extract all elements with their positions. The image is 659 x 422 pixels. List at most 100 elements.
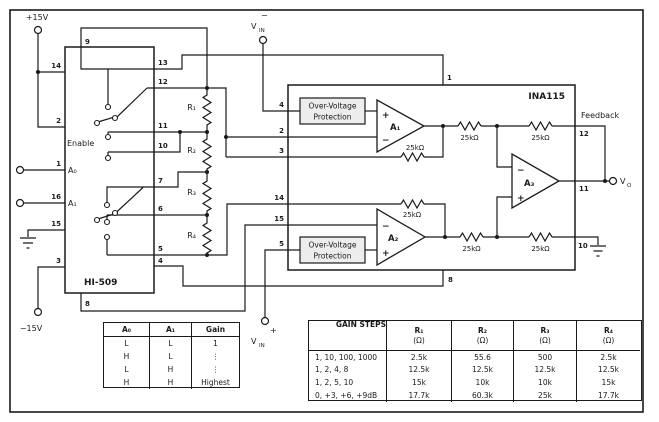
hi509-pin6: 6 xyxy=(158,205,163,213)
r25k-bot1-label: 25kΩ xyxy=(462,245,481,253)
a1-label: A₁ xyxy=(390,123,401,133)
r2-label: R₂ xyxy=(187,146,196,155)
hi509-name: HI-509 xyxy=(84,278,117,288)
hi509-box xyxy=(64,46,155,294)
r4-label: R₄ xyxy=(187,231,196,240)
vin-neg-label: V IN − xyxy=(251,11,268,34)
wire-pin8-to-ina15 xyxy=(80,224,377,312)
cell: 15k xyxy=(386,376,451,390)
svg-text:IN: IN xyxy=(259,28,265,34)
resistor-25k-top2 xyxy=(528,120,553,132)
col-unit: (Ω) xyxy=(413,335,425,345)
cell: 0, +3, +6, +9dB xyxy=(315,390,378,400)
col-name: R₁ xyxy=(414,326,424,335)
terminal-vin-pos xyxy=(260,316,270,326)
ina115-name: INA115 xyxy=(528,92,565,102)
switch-contacts xyxy=(93,103,119,241)
cell: 10k xyxy=(451,376,513,390)
ina-pin4: 4 xyxy=(279,101,284,109)
figure-border xyxy=(9,9,644,413)
a2-label: A₂ xyxy=(388,234,399,244)
hi509-pin15: 15 xyxy=(51,220,61,228)
switch-arm-upper xyxy=(116,87,148,118)
svg-text:IN: IN xyxy=(259,343,265,349)
ina-pin3: 3 xyxy=(279,147,284,155)
terminal-minus15v xyxy=(33,307,43,317)
resistor-25k-top1 xyxy=(457,120,482,132)
terminal-plus15v xyxy=(33,25,43,35)
ovp1-line2: Protection xyxy=(314,113,352,122)
cell: 12.5k xyxy=(576,363,640,377)
switch-contact xyxy=(103,233,111,241)
resistor-ladder xyxy=(201,88,213,255)
hi509-pin9: 9 xyxy=(85,38,90,46)
resistor-r3 xyxy=(201,172,213,215)
hi509-pin3: 3 xyxy=(56,257,61,265)
cell: 2.5k xyxy=(386,351,451,364)
gain-table: GAIN STEPS R₁ (Ω) R₂ (Ω) R₃ (Ω) R₄ (Ω) 1… xyxy=(308,320,642,402)
ina-pin15: 15 xyxy=(274,215,284,223)
wire-a1-fb xyxy=(424,126,444,158)
terminals xyxy=(15,25,618,326)
ina-pin12: 12 xyxy=(579,130,589,138)
cell: 1 xyxy=(191,337,239,350)
opamp-a1 xyxy=(376,98,426,154)
ground-symbol-right xyxy=(590,245,606,257)
r25k-bot2-label: 25kΩ xyxy=(531,245,550,253)
resistor-r4 xyxy=(201,215,213,255)
ovp2-box xyxy=(299,236,366,264)
opamp-a3 xyxy=(511,152,561,210)
gain-col-r2: R₂ (Ω) xyxy=(451,321,513,351)
cell: L xyxy=(149,350,191,363)
a2-minus: − xyxy=(382,222,390,232)
col-name: R₄ xyxy=(603,326,614,335)
opamp-a2 xyxy=(376,207,427,267)
cell: L xyxy=(124,338,129,348)
ina-pin11: 11 xyxy=(579,185,589,193)
cell: 60.3k xyxy=(451,389,513,402)
cell: Highest xyxy=(191,376,239,389)
wire-ina-pin14 xyxy=(207,203,401,256)
r25k-top2-label: 25kΩ xyxy=(531,134,550,142)
a0-label: A₀ xyxy=(68,166,77,175)
ground-symbol-left xyxy=(20,237,36,249)
svg-text:V: V xyxy=(251,22,257,31)
plus15v-label: +15V xyxy=(26,13,49,22)
ina-pin8: 8 xyxy=(448,276,453,284)
resistor-25k-a1fb xyxy=(400,151,425,163)
ina-pin2: 2 xyxy=(279,127,284,135)
hi509-pin13: 13 xyxy=(158,59,168,67)
a1-minus: − xyxy=(382,136,390,146)
wire-a3-minus xyxy=(496,126,512,168)
switch-contact xyxy=(104,154,112,162)
gain-col-r1: R₁ (Ω) xyxy=(386,321,451,351)
hi509-pin14: 14 xyxy=(51,62,61,70)
cell: H xyxy=(149,376,191,389)
ovp2-line1: Over-Voltage xyxy=(309,241,357,250)
switch-wiper-upper xyxy=(99,117,113,123)
wire-pin5-tap xyxy=(106,239,207,256)
r25k-a1fb-label: 25kΩ xyxy=(406,144,425,152)
hi509-pin2: 2 xyxy=(56,117,61,125)
ovp2-line2: Protection xyxy=(314,252,352,261)
svg-text:−: − xyxy=(261,11,268,20)
hi509-pin10: 10 xyxy=(158,142,168,150)
hi509-pin1: 1 xyxy=(56,160,61,168)
feedback-label: Feedback xyxy=(581,111,619,120)
switch-contact xyxy=(103,218,111,226)
wire-pin4-to-ina8 xyxy=(154,265,444,287)
cell: H xyxy=(123,351,130,361)
logic-header-gain: Gain xyxy=(191,323,239,337)
switch-arm-lower xyxy=(116,187,144,212)
cell: 12.5k xyxy=(513,363,576,377)
hi509-pin7: 7 xyxy=(158,177,163,185)
a3-minus: − xyxy=(517,166,525,176)
logic-header-a0: A₀ xyxy=(104,323,149,337)
hi509-pin5: 5 xyxy=(158,245,163,253)
cell: 17.7k xyxy=(576,389,640,402)
hi509-pin12: 12 xyxy=(158,78,168,86)
hi509-pin16: 16 xyxy=(51,193,61,201)
wire-pin10-join xyxy=(107,132,181,156)
